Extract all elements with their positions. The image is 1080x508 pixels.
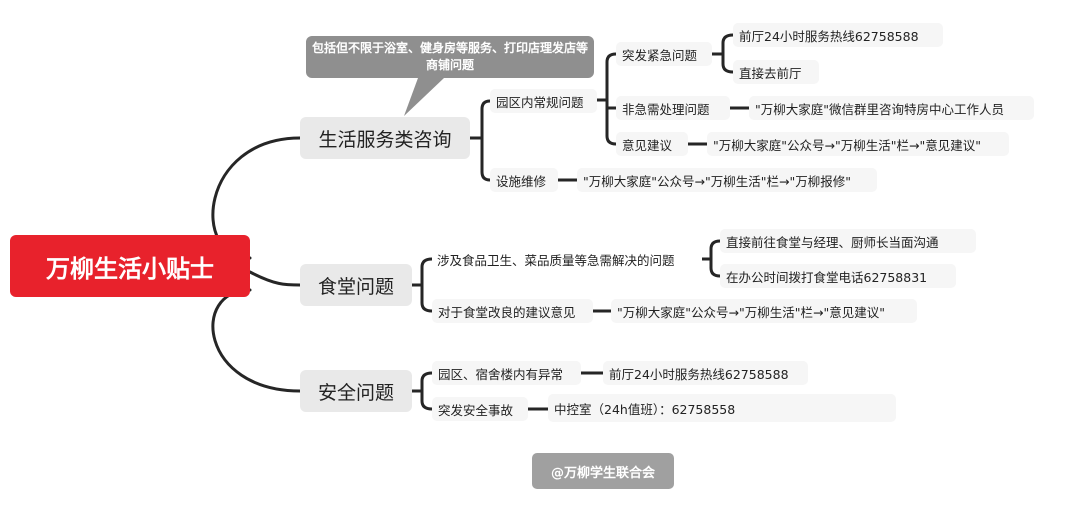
topic-safety-accident: 突发安全事故 [432, 397, 528, 421]
topic-suggestions: 意见建议 [616, 132, 688, 156]
answer-canteen-suggestions: "万柳大家庭"公众号→"万柳生活"栏→"意见建议" [611, 299, 917, 323]
branch-safety: 安全问题 [300, 370, 412, 412]
answer-suggestions: "万柳大家庭"公众号→"万柳生活"栏→"意见建议" [707, 132, 1009, 156]
topic-food-safety: 涉及食品卫生、菜品质量等急需解决的问题 [432, 247, 702, 271]
callout-note: 包括但不限于浴室、健身房等服务、打印店理发店等商铺问题 [306, 36, 594, 78]
root-topic: 万柳生活小贴士 [10, 235, 250, 297]
answer-go-to-frontdesk: 直接去前厅 [733, 60, 819, 84]
topic-emergency: 突发紧急问题 [616, 42, 712, 66]
topic-facility-repair: 设施维修 [490, 168, 558, 192]
answer-repair: "万柳大家庭"公众号→"万柳生活"栏→"万柳报修" [577, 168, 877, 192]
branch-canteen: 食堂问题 [300, 264, 412, 306]
topic-abnormal-situation: 园区、宿舍楼内有异常 [432, 361, 581, 385]
branch-life-services: 生活服务类咨询 [300, 117, 470, 159]
signature-badge: @万柳学生联合会 [532, 453, 674, 489]
topic-canteen-improvement: 对于食堂改良的建议意见 [432, 299, 593, 323]
answer-wechat-group: "万柳大家庭"微信群里咨询特房中心工作人员 [749, 96, 1034, 120]
topic-routine-issues: 园区内常规问题 [490, 89, 597, 113]
answer-canteen-phone: 在办公时间拨打食堂电话62758831 [720, 264, 956, 288]
answer-safety-hotline: 前厅24小时服务热线62758588 [603, 361, 808, 385]
answer-talk-to-manager: 直接前往食堂与经理、厨师长当面沟通 [720, 229, 976, 253]
answer-control-room: 中控室（24h值班）：62758558 [548, 394, 896, 422]
answer-frontdesk-hotline: 前厅24小时服务热线62758588 [733, 23, 943, 47]
topic-non-urgent: 非急需处理问题 [616, 96, 730, 120]
